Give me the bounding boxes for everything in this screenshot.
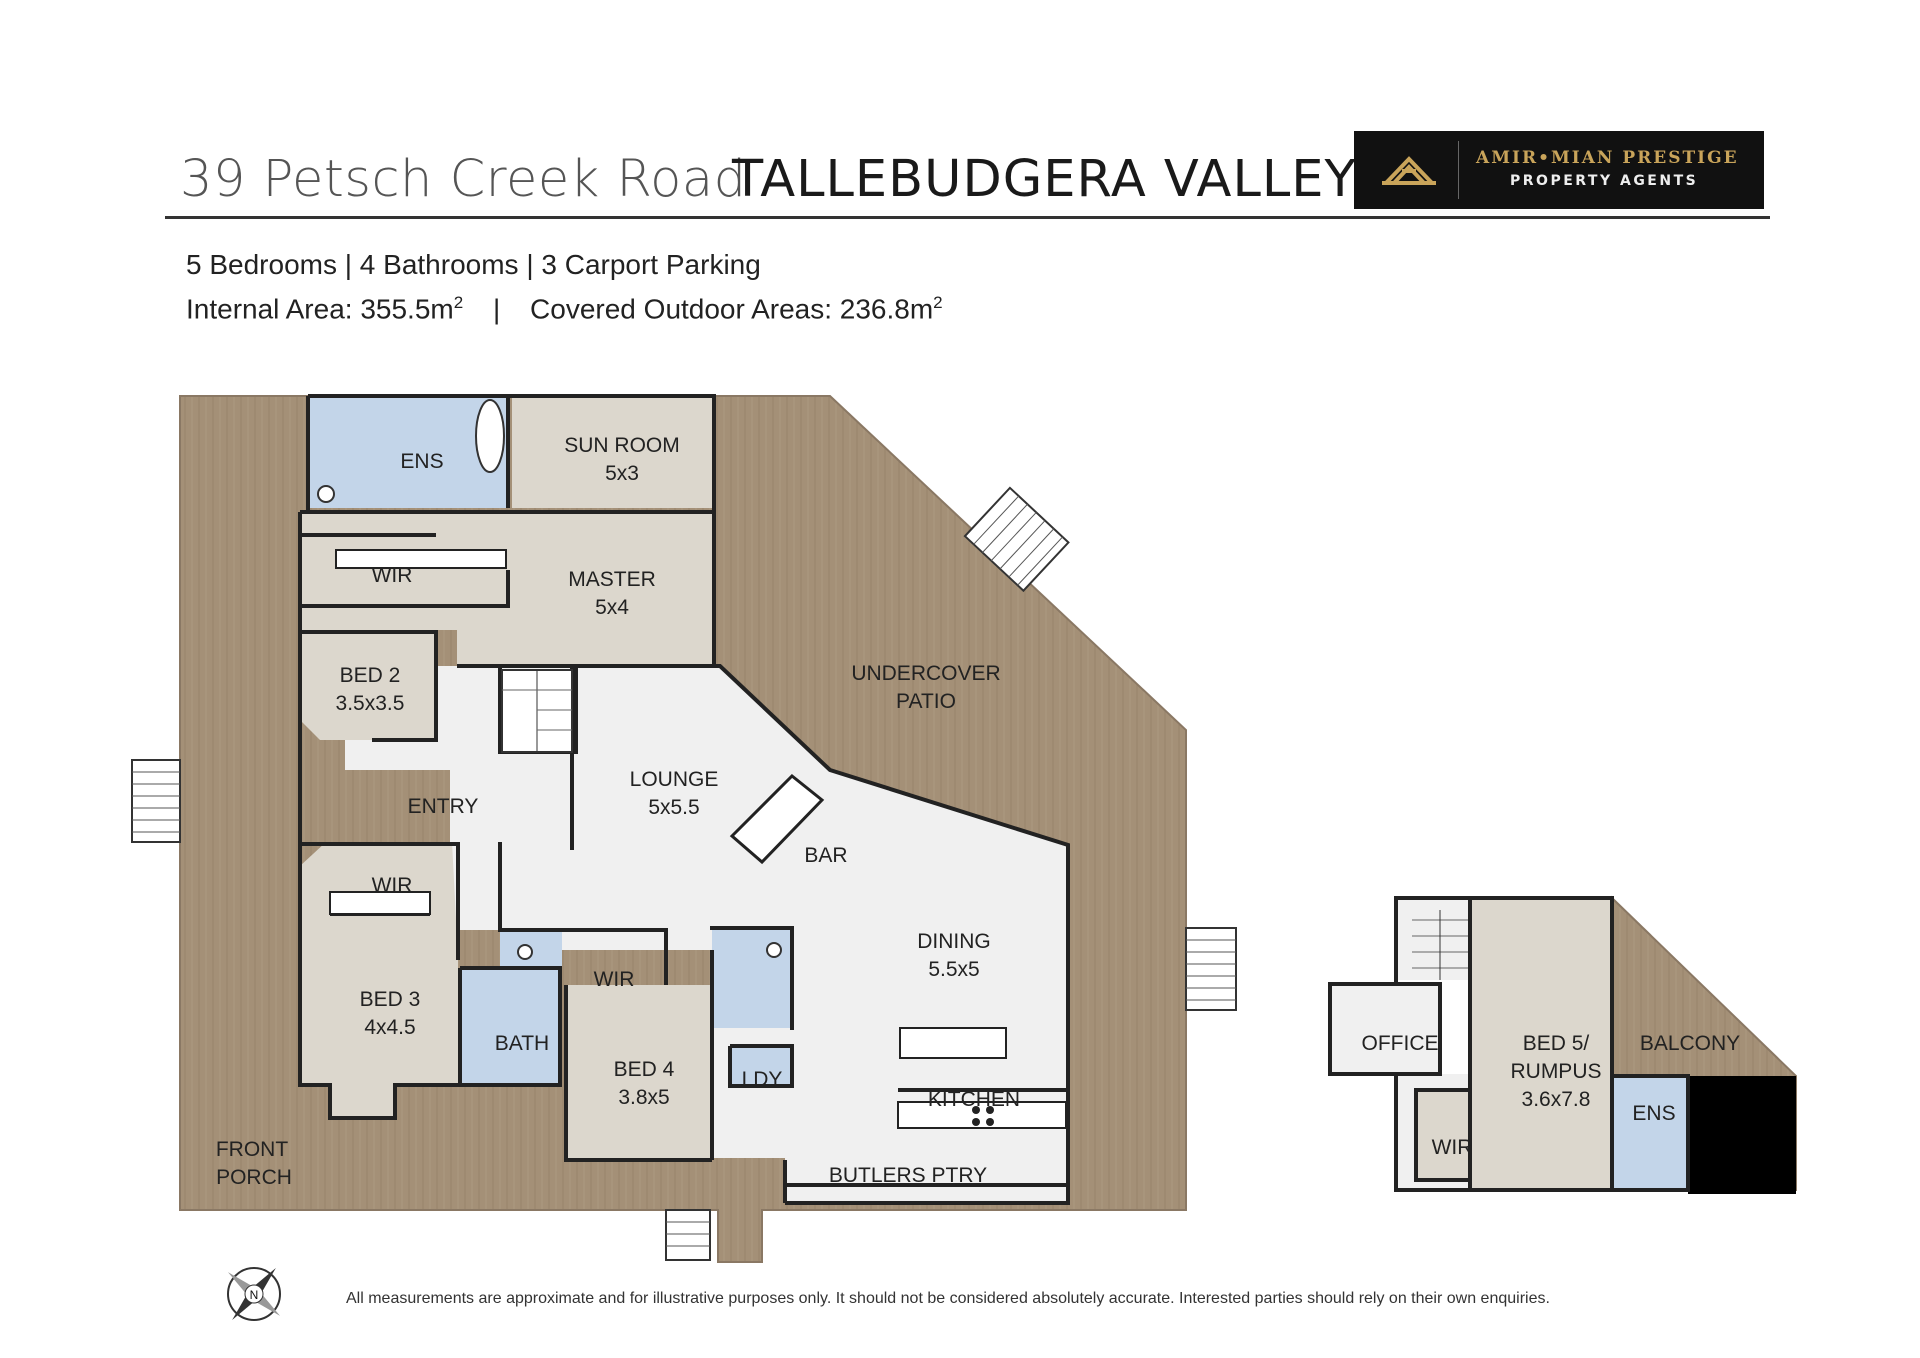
room-label-butlers: BUTLERS PTRY: [829, 1164, 987, 1187]
room-label-entry: ENTRY: [408, 795, 479, 818]
cooktop-icon: [972, 1106, 994, 1126]
room-label-bar: BAR: [804, 844, 847, 867]
disclaimer-text: All measurements are approximate and for…: [346, 1290, 1550, 1307]
deck-stairs-bottom: [665, 1209, 711, 1261]
compass-icon: N: [227, 1267, 281, 1321]
room-label-dining: DINING: [917, 930, 991, 953]
laundry-bath: [712, 928, 792, 1028]
upper-balcony-void: [1688, 1076, 1796, 1194]
room-label-porch: PORCH: [216, 1166, 292, 1189]
room-size-dining: 5.5x5: [928, 958, 979, 981]
bathtub-icon: [475, 399, 505, 473]
toilet-icon: [517, 944, 533, 960]
room-label-wir: WIR: [372, 564, 413, 587]
bed3-wir-shelf: [329, 891, 431, 915]
deck-stairs-diagonal: [963, 486, 1070, 593]
room-label-kitchen: KITCHEN: [928, 1088, 1020, 1111]
bar-counter: [729, 773, 825, 865]
house-roof-icon: [1382, 156, 1436, 185]
room-size-bed5: 3.6x7.8: [1522, 1088, 1591, 1111]
internal-area: Internal Area: 355.5m: [186, 293, 454, 325]
room-label-office: OFFICE: [1362, 1032, 1439, 1055]
room-label-ens: ENS: [400, 450, 443, 473]
office-room: [1330, 984, 1440, 1074]
room-label-rumpus: RUMPUS: [1510, 1060, 1601, 1083]
area-separator: |: [492, 293, 501, 325]
logo-tagline: PROPERTY AGENTS: [1510, 173, 1699, 189]
room-label-front: FRONT: [216, 1138, 288, 1161]
logo-name: AMIR•MIAN PRESTIGE: [1476, 148, 1739, 168]
address-title: 39 Petsch Creek Road: [180, 150, 747, 209]
bath-room: [460, 968, 562, 1084]
room-label-patio: PATIO: [896, 690, 956, 713]
room-size-lounge: 5x5.5: [648, 796, 699, 819]
sun-room: [512, 396, 714, 508]
kitchen-island: [899, 1027, 1007, 1059]
bed5-room: [1470, 898, 1612, 1190]
upper-wir: [1416, 1090, 1470, 1180]
room-label-lounge: LOUNGE: [630, 768, 719, 791]
room-label-ens-upper: ENS: [1632, 1102, 1675, 1125]
bedroom-2: [300, 632, 436, 740]
walls: [298, 394, 1070, 1205]
upper-ensuite: [1612, 1076, 1688, 1190]
laundry-room: [730, 1046, 792, 1086]
compass-north-letter: N: [250, 1288, 259, 1302]
room-size-sun-room: 5x3: [605, 462, 639, 485]
toilet-icon: [317, 485, 335, 503]
room-label-master: MASTER: [568, 568, 656, 591]
agency-logo: [1354, 131, 1764, 209]
room-label-undercover: UNDERCOVER: [851, 662, 1000, 685]
room-label-bed2: BED 2: [340, 664, 401, 687]
room-label-balcony: BALCONY: [1640, 1032, 1740, 1055]
bedroom-4: [566, 985, 711, 1160]
room-label-bed5: BED 5/: [1523, 1032, 1590, 1055]
deck-stairs-right: [1185, 927, 1237, 1011]
header-divider: [165, 216, 1770, 219]
outdoor-area: Covered Outdoor Areas: 236.8m: [530, 293, 934, 325]
upper-stairs: [1412, 910, 1470, 980]
property-area-line: Internal Area: 355.5m2 | Covered Outdoor…: [186, 293, 943, 325]
toilet-icon: [766, 942, 782, 958]
room-size-bed2: 3.5x3.5: [336, 692, 405, 715]
room-label-bed3: BED 3: [360, 988, 421, 1011]
room-size-bed4: 3.8x5: [618, 1086, 669, 1109]
internal-stairs: [501, 669, 573, 753]
room-label-bed4: BED 4: [614, 1058, 675, 1081]
deck-stairs-left: [131, 759, 181, 843]
outdoor-area-unit: 2: [933, 293, 943, 312]
upper-walls: [1328, 896, 1690, 1192]
ensuite-room: [308, 396, 508, 508]
property-stats-line: 5 Bedrooms | 4 Bathrooms | 3 Carport Par…: [186, 249, 761, 280]
logo-divider: [1458, 141, 1459, 199]
room-label-wir-upper: WIR: [1432, 1136, 1473, 1159]
room-label-wir-bed3: WIR: [372, 874, 413, 897]
room-label-bath: BATH: [495, 1032, 549, 1055]
room-size-master: 5x4: [595, 596, 629, 619]
master-wir-shelf: [335, 549, 507, 569]
living-area: [345, 666, 1068, 1203]
room-label-ldy: LDY: [742, 1068, 783, 1091]
suburb-title: TALLEBUDGERA VALLEY: [732, 150, 1357, 209]
upper-stair-area: [1396, 898, 1470, 980]
room-label-wir-bed4: WIR: [594, 968, 635, 991]
room-label-sun-room: SUN ROOM: [564, 434, 680, 457]
room-size-bed3: 4x4.5: [364, 1016, 415, 1039]
kitchen-bench: [897, 1101, 1067, 1129]
internal-area-unit: 2: [453, 293, 464, 312]
